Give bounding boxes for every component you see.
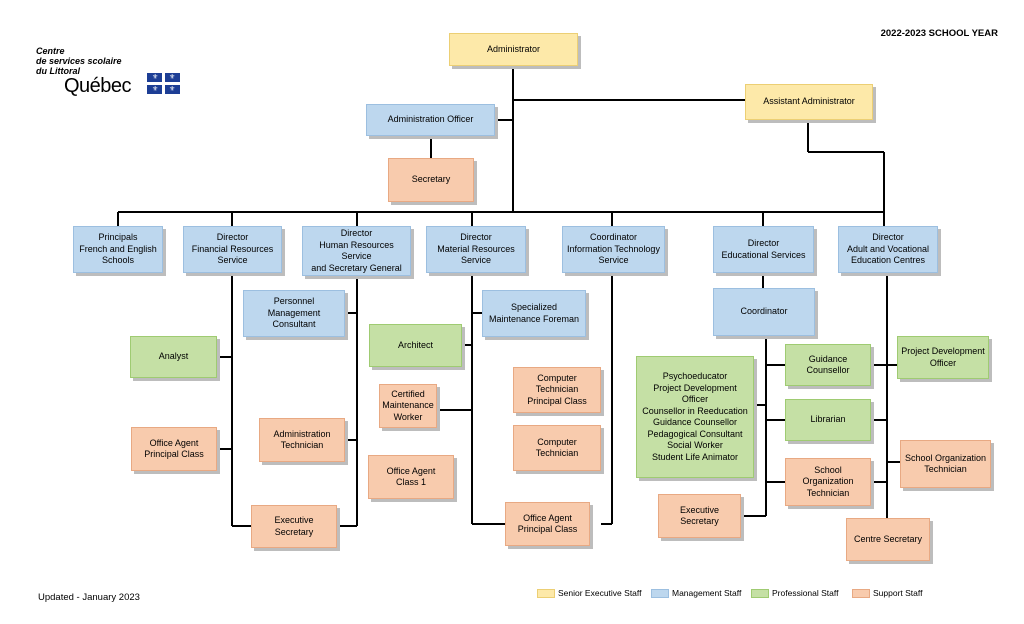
legend-swatch: [537, 588, 555, 598]
node-school-org-technician-adult: School Organization Technician: [900, 440, 991, 488]
legend-professional: Professional Staff: [751, 586, 838, 600]
node-executive-secretary-hr: Executive Secretary: [251, 505, 337, 548]
node-architect: Architect: [369, 324, 462, 367]
node-director-educational: Director Educational Services: [713, 226, 814, 273]
quebec-flag-icon: ⚜ ⚜ ⚜ ⚜: [147, 73, 180, 94]
node-analyst: Analyst: [130, 336, 217, 378]
node-centre-secretary: Centre Secretary: [846, 518, 930, 561]
node-principals: Principals French and English Schools: [73, 226, 163, 273]
legend-management: Management Staff: [651, 586, 741, 600]
node-office-agent-material: Office Agent Principal Class: [505, 502, 590, 546]
legend-swatch: [751, 588, 769, 598]
node-specialized-foreman: Specialized Maintenance Foreman: [482, 290, 586, 337]
node-personnel-consultant: Personnel Management Consultant: [243, 290, 345, 337]
node-project-development-officer: Project Development Officer: [897, 336, 989, 379]
node-executive-secretary-edu: Executive Secretary: [658, 494, 741, 538]
legend-label: Senior Executive Staff: [558, 588, 642, 598]
node-office-agent-class1: Office Agent Class 1: [368, 455, 454, 499]
node-director-financial: Director Financial Resources Service: [183, 226, 282, 273]
node-office-agent-financial: Office Agent Principal Class: [131, 427, 217, 471]
node-professionals-group: Psychoeducator Project Development Offic…: [636, 356, 754, 478]
legend-label: Professional Staff: [772, 588, 839, 598]
legend-swatch: [852, 588, 870, 598]
node-secretary: Secretary: [388, 158, 474, 202]
node-librarian: Librarian: [785, 399, 871, 441]
node-director-material: Director Material Resources Service: [426, 226, 526, 273]
school-year-title: 2022-2023 SCHOOL YEAR: [880, 28, 998, 39]
node-computer-technician-principal: Computer Technician Principal Class: [513, 367, 601, 413]
node-school-org-technician-edu: School Organization Technician: [785, 458, 871, 506]
legend-label: Support Staff: [873, 588, 923, 598]
node-administration-officer: Administration Officer: [366, 104, 495, 136]
legend-label: Management Staff: [672, 588, 742, 598]
legend-swatch: [651, 588, 669, 598]
node-assistant-administrator: Assistant Administrator: [745, 84, 873, 120]
quebec-wordmark: Québec: [64, 75, 132, 97]
node-computer-technician: Computer Technician: [513, 425, 601, 471]
node-coordinator-it: Coordinator Information Technology Servi…: [562, 226, 665, 273]
updated-date: Updated - January 2023: [38, 592, 140, 603]
legend-support: Support Staff: [852, 586, 922, 600]
legend-senior-executive: Senior Executive Staff: [537, 586, 641, 600]
node-certified-worker: Certified Maintenance Worker: [379, 384, 437, 428]
node-coordinator-educational: Coordinator: [713, 288, 815, 336]
node-director-hr: Director Human Resources Service and Sec…: [302, 226, 411, 276]
node-administration-technician: Administration Technician: [259, 418, 345, 462]
node-guidance-counsellor: Guidance Counsellor: [785, 344, 871, 386]
node-director-adult: Director Adult and Vocational Education …: [838, 226, 938, 273]
organization-name: Centre de services scolaire du Littoral: [36, 46, 122, 76]
node-administrator: Administrator: [449, 33, 578, 66]
